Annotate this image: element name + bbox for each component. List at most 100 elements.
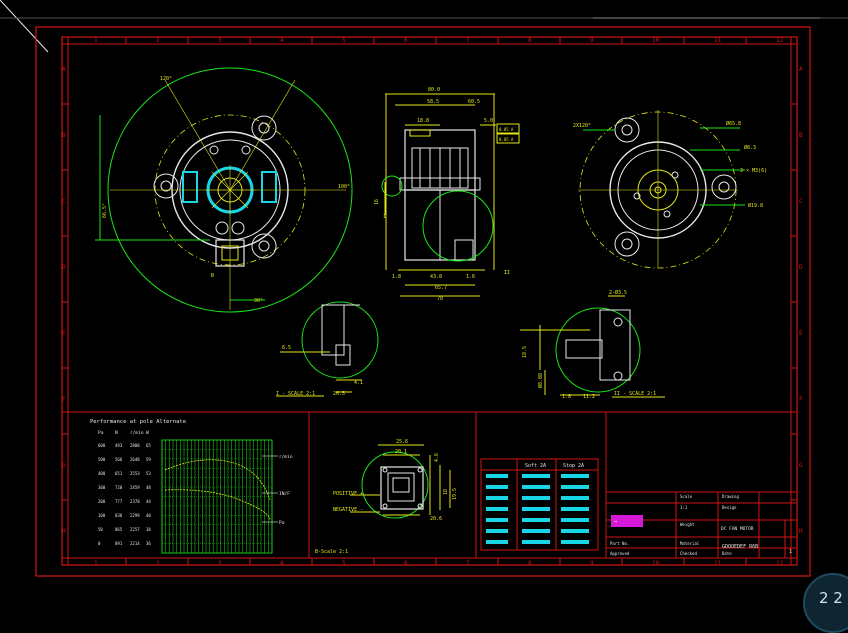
- performance-header: N: [115, 430, 118, 436]
- rear-dim-a: 2X120°: [573, 123, 591, 129]
- spec-cell-block: [522, 507, 550, 511]
- performance-cell: 200: [98, 499, 106, 504]
- title-block-cell: Scale: [680, 494, 693, 499]
- column-label: 5: [342, 37, 346, 44]
- spec-cell-block: [522, 518, 550, 522]
- performance-cell: 0: [98, 541, 101, 546]
- connector-dim-top2: 20.1: [395, 449, 407, 455]
- row-label: D: [62, 264, 66, 271]
- column-label: 4: [280, 560, 284, 567]
- spec-cell-block: [561, 529, 589, 533]
- connector-dim-right1: 4.6: [434, 453, 440, 462]
- side-dim-shaft: 5.0: [484, 118, 493, 124]
- rear-dim-c: Ø8.3: [744, 144, 756, 151]
- spec-cell-block: [486, 474, 508, 478]
- title-block-cell: Date: [722, 551, 732, 556]
- front-dim-right: 100°: [338, 184, 350, 190]
- column-label: 7: [466, 560, 470, 567]
- front-label-b: B: [211, 273, 214, 279]
- spec-cell-block: [561, 485, 589, 489]
- row-label: B: [62, 132, 66, 139]
- detail-ii: 2-Ø3.5 18.5 Ø8.08 1.8 11.2 II - SCALE 2:…: [520, 289, 665, 400]
- side-dim-upper-left: 58.5: [427, 99, 439, 105]
- row-label: H: [62, 528, 66, 535]
- rear-dim-b: Ø65.8: [726, 120, 741, 127]
- performance-header: r/min: [130, 430, 144, 436]
- performance-legend: r/min: [279, 454, 293, 460]
- connector-caption: B-Scale 2:1: [315, 549, 348, 555]
- spec-cell-block: [522, 485, 550, 489]
- spec-cell-block: [561, 474, 589, 478]
- side-dim-body: 18.8: [417, 118, 429, 124]
- side-dim-total-b: 78: [437, 296, 443, 302]
- row-label: G: [62, 462, 66, 469]
- detail-ii-dim-left2: Ø8.08: [537, 373, 544, 388]
- title-block-cell: Approved: [610, 551, 630, 556]
- spec-header-2: Stop 2A: [563, 463, 584, 469]
- row-label: E: [799, 330, 803, 337]
- rear-dim-d: 3 × M3(6): [740, 168, 767, 174]
- detail-i-dim-b: 4.1: [354, 380, 363, 386]
- spec-cell-block: [522, 496, 550, 500]
- side-dim-upper-right: 60.5: [468, 99, 480, 105]
- side-dim-base-left: 1.8: [392, 274, 401, 280]
- performance-cell: 777: [115, 499, 123, 504]
- performance-cell: 2257: [130, 527, 140, 532]
- side-dim-base-right: 1.6: [466, 274, 475, 280]
- column-label: 12: [776, 560, 784, 567]
- title-block-cell: Weight: [680, 522, 695, 527]
- column-label: 10: [652, 37, 660, 44]
- row-label: G: [799, 462, 803, 469]
- row-label: H: [799, 528, 803, 535]
- performance-cell: 493: [115, 443, 123, 448]
- drawing-border: [35, 26, 811, 577]
- column-label: 8: [528, 560, 532, 567]
- performance-cell: 838: [115, 513, 123, 518]
- spec-cell-block: [522, 529, 550, 533]
- detail-i-dim-c: 26.5: [333, 391, 345, 397]
- zoom-badge[interactable]: 2 2: [803, 573, 848, 633]
- connector-detail: 25.6 20.1 4.6 18 19.5 20.6 POSITIVE + NE…: [315, 439, 458, 555]
- performance-cell: 2648: [130, 457, 140, 462]
- column-label: 2: [156, 560, 160, 567]
- performance-cell: 300: [98, 485, 106, 490]
- spec-cell-block: [561, 518, 589, 522]
- side-tolerance-2: 0.05 A: [499, 137, 514, 142]
- connector-label-negative: NEGATIVE -: [333, 507, 363, 513]
- performance-cell: 2808: [130, 443, 140, 448]
- spec-cell-block: [486, 540, 508, 544]
- spec-cell-block: [561, 507, 589, 511]
- performance-legend: IN/F: [279, 491, 290, 497]
- performance-cell: 36: [146, 541, 151, 546]
- performance-legend: Pa: [279, 520, 285, 526]
- front-dim-left: 66.5°: [102, 203, 108, 218]
- performance-cell: 500: [98, 457, 106, 462]
- performance-cell: 59: [146, 457, 151, 462]
- performance-cell: 651: [115, 471, 123, 476]
- performance-cell: 53: [146, 471, 151, 476]
- column-label: 9: [590, 37, 594, 44]
- detail-i: 6.5 4.1 26.5 I - SCALE 2:1: [276, 301, 379, 397]
- performance-cell: 2378: [130, 499, 140, 504]
- spec-cell-block: [522, 540, 550, 544]
- performance-cell: 48: [146, 485, 151, 490]
- rear-dim-e: Ø19.8: [748, 202, 763, 209]
- performance-title: Performance at pole Alternate: [90, 419, 186, 425]
- detail-ii-dim-b1: 1.8: [562, 394, 571, 400]
- side-tolerance-1: 0.05 A: [499, 127, 514, 132]
- column-label: 6: [404, 37, 408, 44]
- row-label: B: [799, 132, 803, 139]
- spec-cell-block: [522, 474, 550, 478]
- column-label: 11: [714, 560, 722, 567]
- performance-cell: 865: [115, 527, 123, 532]
- spec-cell-block: [486, 485, 508, 489]
- column-label: 6: [404, 560, 408, 567]
- row-label: D: [799, 264, 803, 271]
- column-label: 3: [218, 37, 222, 44]
- side-dim-left-small: 16: [374, 199, 380, 205]
- svg-text:⇔: ⇔: [614, 519, 617, 525]
- performance-cell: 600: [98, 443, 106, 448]
- spec-cell-block: [486, 496, 508, 500]
